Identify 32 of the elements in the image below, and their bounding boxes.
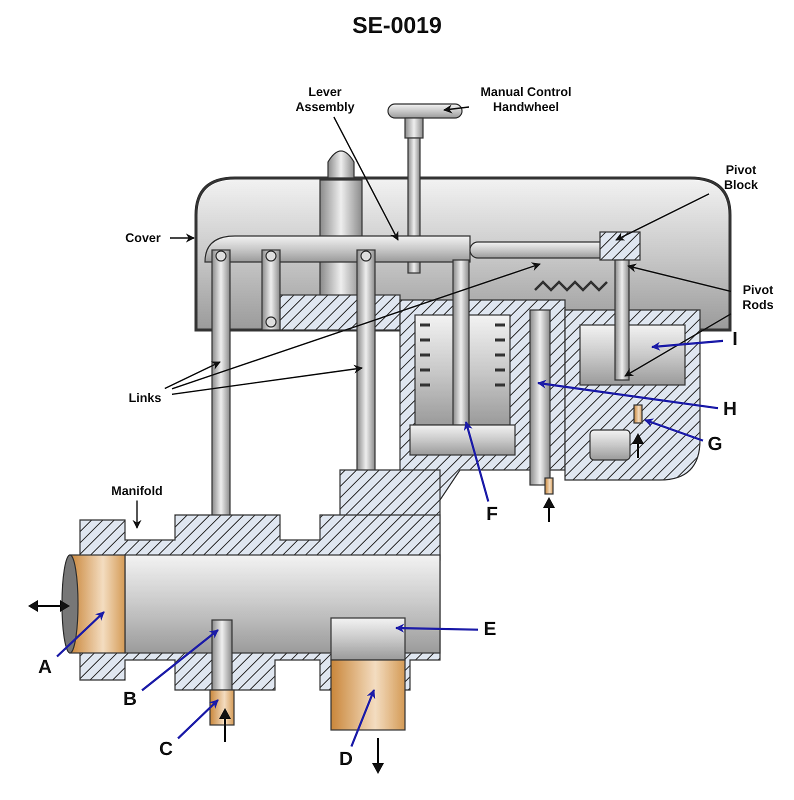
leader-line <box>164 361 221 390</box>
callout-letter: A <box>35 656 55 680</box>
callout-letter: F <box>482 504 502 526</box>
callout-letter: H <box>720 398 740 422</box>
callout-letter: G <box>705 434 725 456</box>
diagram-title: SE-0019 <box>351 12 443 39</box>
callout-letter: E <box>480 618 500 642</box>
leader-line <box>132 500 142 529</box>
part-label: Manual Control Handwheel <box>471 85 581 115</box>
leader-line <box>141 629 219 692</box>
leader-line <box>443 104 470 114</box>
leader-line <box>627 264 732 292</box>
part-label: Cover <box>118 230 168 246</box>
leader-line <box>395 624 478 633</box>
leader-line <box>172 262 541 390</box>
callout-letter: I <box>725 328 745 352</box>
part-label: Pivot Block <box>711 163 771 193</box>
callout-letter: C <box>156 738 176 762</box>
leader-line <box>464 421 490 502</box>
callout-letter: B <box>120 688 140 712</box>
part-label: Manifold <box>102 484 172 498</box>
part-label: Links <box>120 390 170 406</box>
leader-line <box>333 116 399 241</box>
leader-line <box>172 364 363 395</box>
callout-letter: D <box>336 748 356 772</box>
leader-line <box>177 699 219 740</box>
leader-line <box>537 380 718 410</box>
part-label: Pivot Rods <box>733 283 783 313</box>
part-label: Lever Assembly <box>285 85 365 115</box>
leader-line <box>624 313 732 377</box>
leader-line <box>170 234 195 242</box>
leader-line <box>651 340 724 351</box>
